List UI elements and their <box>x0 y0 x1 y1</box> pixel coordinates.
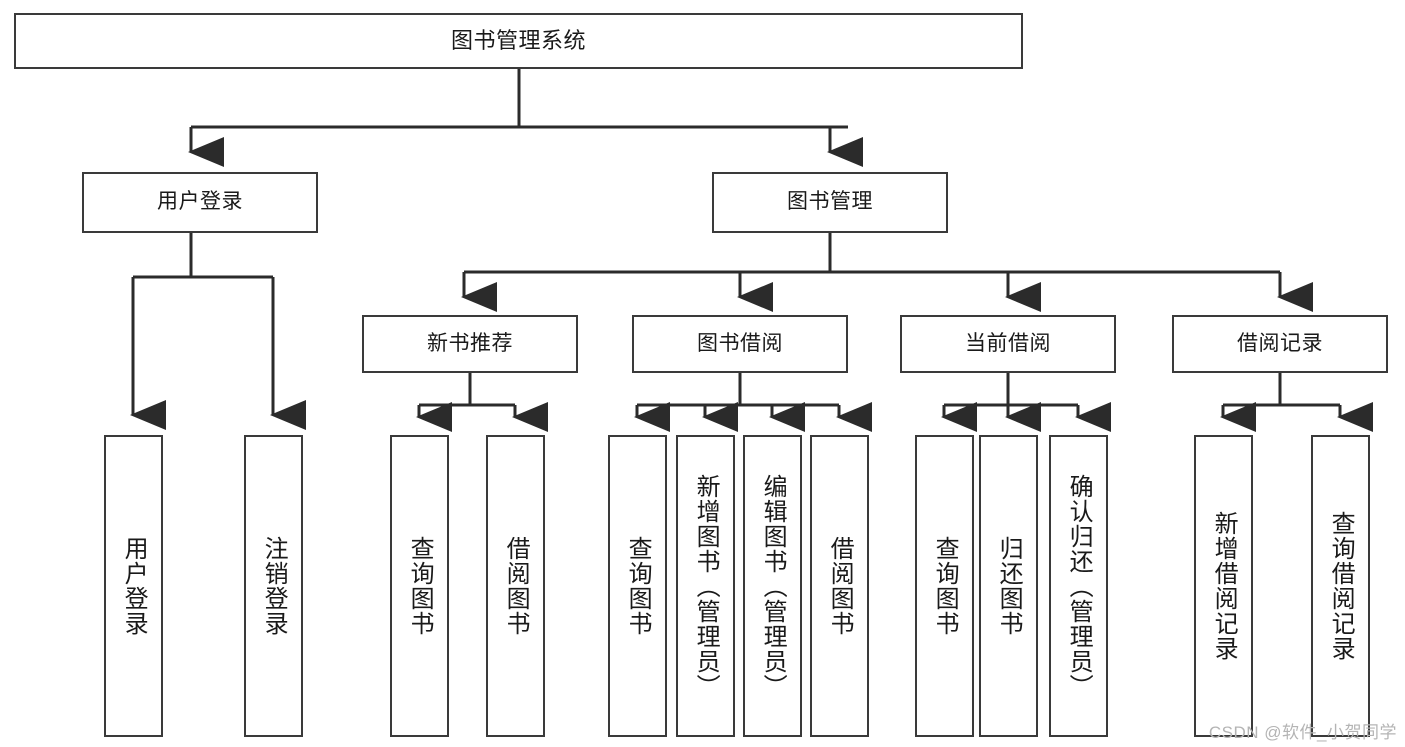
node-book-management[interactable]: 图书管理 <box>712 172 948 233</box>
node-label: 查询借阅记录 <box>1327 511 1355 661</box>
node-label: 归还图书 <box>995 536 1023 636</box>
node-label: 图书管理系统 <box>450 28 586 54</box>
node-leaf-borrow-book-recommend[interactable]: 借阅图书 <box>486 435 545 737</box>
node-leaf-add-borrow-record[interactable]: 新增借阅记录 <box>1194 435 1253 737</box>
node-leaf-query-book-recommend[interactable]: 查询图书 <box>390 435 449 737</box>
node-label: 新增借阅记录 <box>1210 511 1238 661</box>
node-user-login[interactable]: 用户登录 <box>82 172 318 233</box>
node-book-borrow[interactable]: 图书借阅 <box>632 315 848 373</box>
node-label: 借阅图书 <box>826 536 854 636</box>
node-label: 查询图书 <box>931 536 959 636</box>
node-label: 用户登录 <box>120 536 148 636</box>
node-label: 新书推荐 <box>427 331 513 355</box>
node-label: 图书借阅 <box>697 331 783 355</box>
node-label: 查询图书 <box>624 536 652 636</box>
node-label: 借阅图书 <box>502 536 530 636</box>
node-label: 编辑图书（管理员） <box>759 473 787 699</box>
node-new-book-recommend[interactable]: 新书推荐 <box>362 315 578 373</box>
node-leaf-query-book-current[interactable]: 查询图书 <box>915 435 974 737</box>
node-label: 新增图书（管理员） <box>692 473 720 699</box>
csdn-watermark: CSDN @软件_小贺同学 <box>1208 723 1397 742</box>
node-leaf-query-book-borrow[interactable]: 查询图书 <box>608 435 667 737</box>
node-leaf-confirm-return[interactable]: 确认归还（管理员） <box>1049 435 1108 737</box>
node-label: 用户登录 <box>157 190 243 214</box>
node-root-book-management-system[interactable]: 图书管理系统 <box>14 13 1023 69</box>
node-borrow-record[interactable]: 借阅记录 <box>1172 315 1388 373</box>
node-leaf-return-book[interactable]: 归还图书 <box>979 435 1038 737</box>
node-current-borrow[interactable]: 当前借阅 <box>900 315 1116 373</box>
node-label: 确认归还（管理员） <box>1065 473 1093 699</box>
node-leaf-user-login[interactable]: 用户登录 <box>104 435 163 737</box>
node-label: 注销登录 <box>260 536 288 636</box>
node-label: 当前借阅 <box>965 331 1051 355</box>
node-label: 图书管理 <box>787 190 873 214</box>
node-leaf-borrow-book[interactable]: 借阅图书 <box>810 435 869 737</box>
node-leaf-add-book[interactable]: 新增图书（管理员） <box>676 435 735 737</box>
node-leaf-query-borrow-record[interactable]: 查询借阅记录 <box>1311 435 1370 737</box>
node-leaf-edit-book[interactable]: 编辑图书（管理员） <box>743 435 802 737</box>
node-label: 查询图书 <box>406 536 434 636</box>
node-leaf-logout[interactable]: 注销登录 <box>244 435 303 737</box>
node-label: 借阅记录 <box>1237 331 1323 355</box>
